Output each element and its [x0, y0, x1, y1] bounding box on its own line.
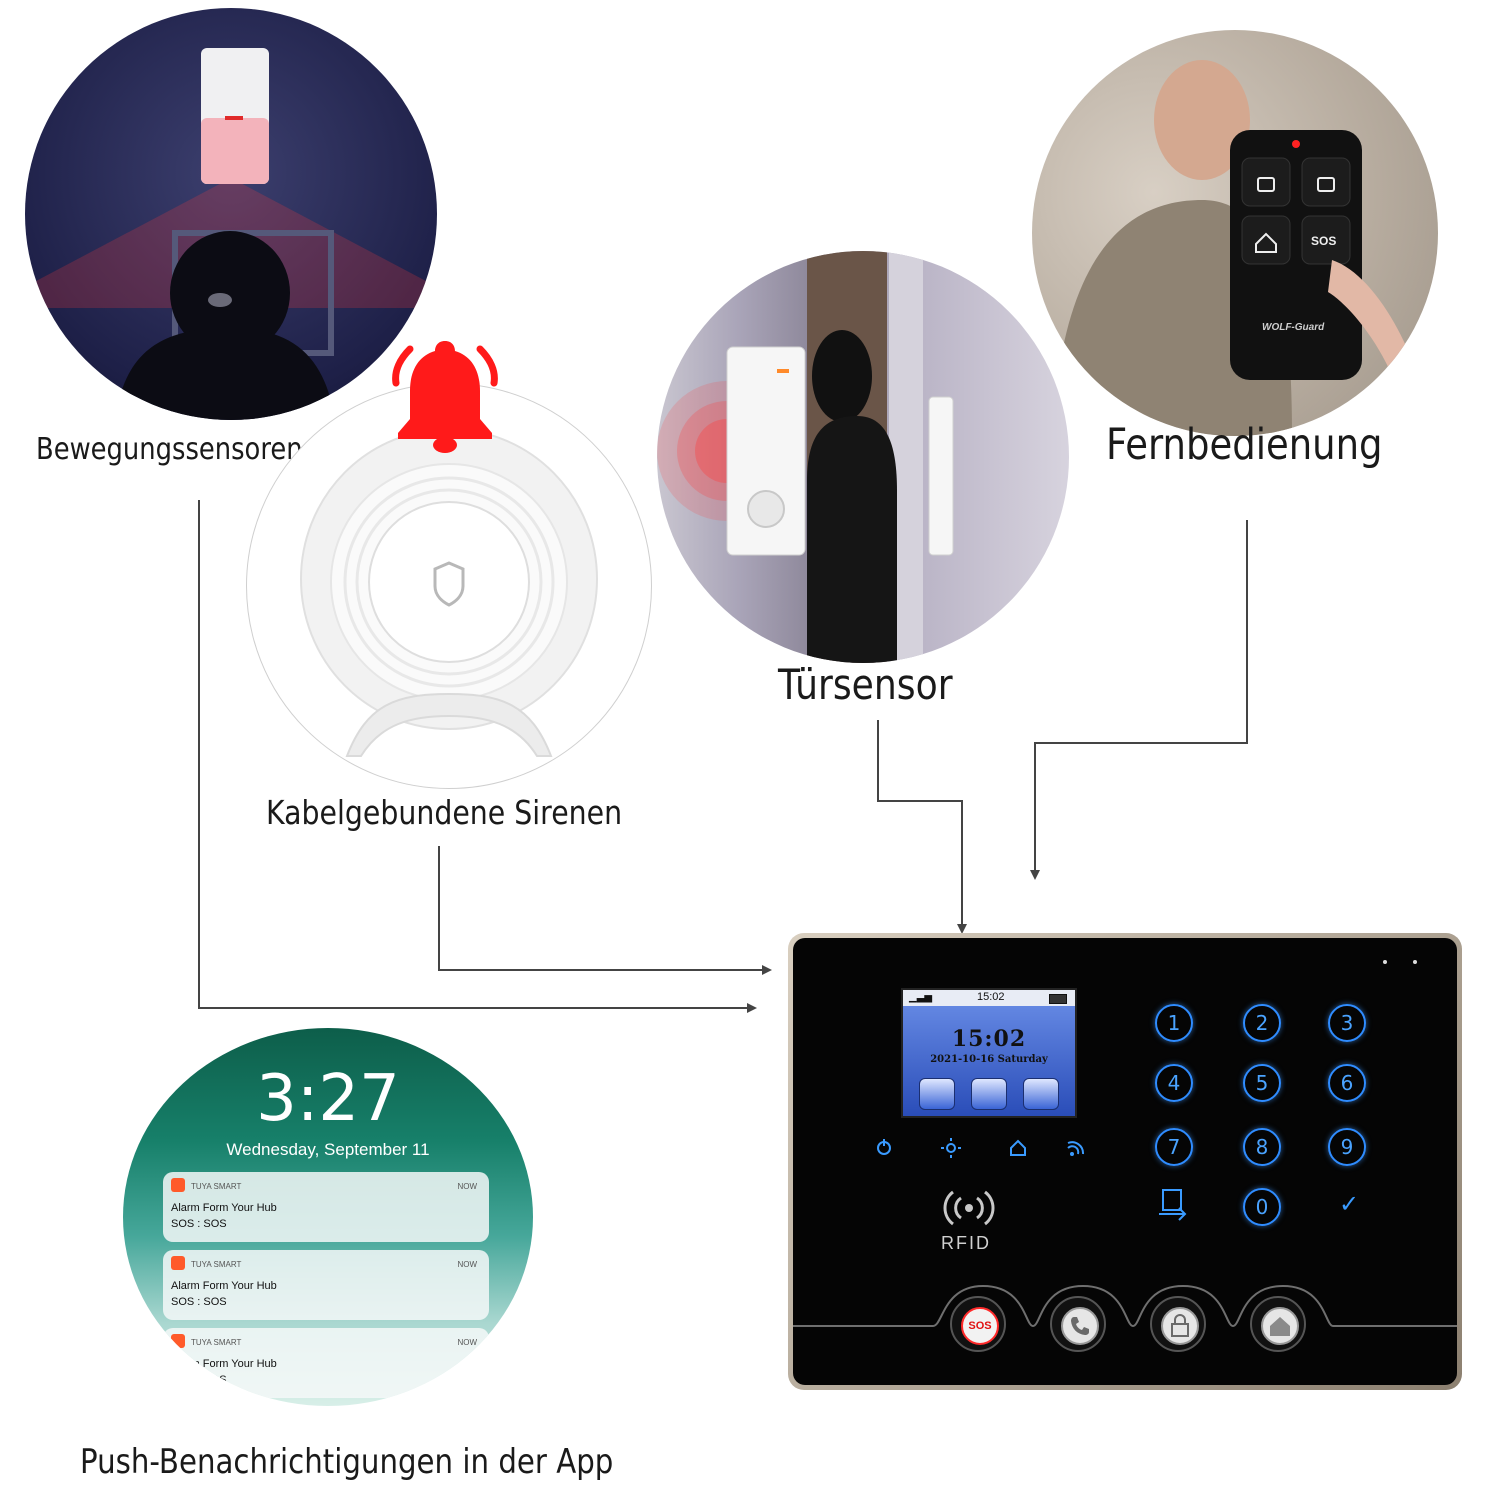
push-notifications-label: Push-Benachrichtigungen in der App: [80, 1442, 614, 1482]
notification-time: NOW: [457, 1338, 477, 1347]
wifi-icon: [1067, 1141, 1085, 1156]
notification-card[interactable]: TUYA SMART NOW Alarm Form Your Hub SOS :…: [163, 1172, 489, 1242]
remote-scene-graphic: [1052, 60, 1412, 436]
indicator-led: [1413, 960, 1417, 964]
home-icon: [1010, 1139, 1026, 1156]
confirm-key[interactable]: ✓: [1338, 1190, 1360, 1218]
keypad-key-3[interactable]: 3: [1328, 1004, 1366, 1042]
lcd-arm-button[interactable]: [971, 1078, 1007, 1110]
keypad-key-8[interactable]: 8: [1243, 1128, 1281, 1166]
motion-sensor-photo: [25, 8, 437, 420]
remote-photo: [1032, 30, 1438, 436]
lcd-disarm-button[interactable]: [919, 1078, 955, 1110]
tuya-app-icon: [171, 1256, 185, 1270]
notification-time: NOW: [457, 1182, 477, 1191]
status-icons-row: [877, 1138, 1085, 1158]
signal-icon: ▁▃▅: [909, 992, 933, 1003]
remote-connector: [1030, 520, 1248, 880]
lockscreen-date: Wednesday, September 11: [226, 1140, 430, 1159]
motion-sensor-label: Bewegungssensoren: [36, 432, 303, 467]
notification-card[interactable]: TUYA SMART NOW Alarm Form Your Hub SOS :…: [163, 1328, 489, 1398]
notification-body: SOS : SOS: [171, 1296, 227, 1308]
rfid-icon: [943, 1190, 995, 1226]
door-entry-icon[interactable]: [1155, 1184, 1191, 1224]
notification-app: TUYA SMART: [191, 1338, 242, 1347]
door-connector: [877, 720, 967, 934]
bottom-bezel-curve: [793, 1284, 1457, 1328]
door-sensor-label: Türsensor: [778, 660, 953, 709]
call-button[interactable]: [1050, 1296, 1106, 1352]
alarm-control-panel: ▁▃▅ 15:02 15:02 2021-10-16 Saturday 1 2 …: [788, 933, 1462, 1390]
tuya-app-icon: [171, 1178, 185, 1192]
notification-app: TUYA SMART: [191, 1260, 242, 1269]
indicator-led: [1383, 960, 1387, 964]
arm-button[interactable]: [1150, 1296, 1206, 1352]
phone-lockscreen: 3:27 Wednesday, September 11 TUYA SMART …: [123, 1028, 533, 1406]
sos-button-label: SOS: [968, 1320, 992, 1332]
lock-icon: [1171, 1314, 1189, 1337]
battery-icon: [1049, 994, 1067, 1004]
siren-graphic: [300, 428, 598, 757]
keypad-key-5[interactable]: 5: [1243, 1064, 1281, 1102]
remote-brand: WOLF-Guard: [1262, 322, 1325, 333]
siren-connector: [438, 846, 772, 975]
notification-title: Alarm Form Your Hub: [171, 1202, 277, 1214]
keypad-key-4[interactable]: 4: [1155, 1064, 1193, 1102]
remote-sos-label: SOS: [1311, 234, 1337, 248]
keypad-key-7[interactable]: 7: [1155, 1128, 1193, 1166]
notification-title: Alarm Form Your Hub: [171, 1280, 277, 1292]
notification-time: NOW: [457, 1260, 477, 1269]
home-arm-button[interactable]: [1250, 1296, 1306, 1352]
keypad-key-2[interactable]: 2: [1243, 1004, 1281, 1042]
keypad-key-9[interactable]: 9: [1328, 1128, 1366, 1166]
remote-label: Fernbedienung: [1106, 420, 1383, 470]
siren-photo: [246, 383, 652, 789]
notification-title: Alarm Form Your Hub: [171, 1358, 277, 1370]
rfid-label: RFID: [941, 1233, 991, 1253]
keypad-key-6[interactable]: 6: [1328, 1064, 1366, 1102]
tuya-app-icon: [171, 1334, 185, 1348]
alarm-bell-icon: [392, 341, 498, 453]
notification-body: SOS : SOS: [171, 1218, 227, 1230]
lcd-home-button[interactable]: [1023, 1078, 1059, 1110]
siren-label: Kabelgebundene Sirenen: [266, 793, 623, 832]
door-sensor-photo: [657, 251, 1069, 663]
notification-card[interactable]: TUYA SMART NOW Alarm Form Your Hub SOS :…: [163, 1250, 489, 1320]
lcd-time: 15:02: [951, 1026, 1027, 1052]
lcd-status-time: 15:02: [977, 991, 1005, 1003]
sos-button[interactable]: SOS: [950, 1296, 1006, 1352]
lockscreen-time: 3:27: [256, 1062, 400, 1136]
sun-icon: [941, 1138, 961, 1158]
keypad-key-0[interactable]: 0: [1243, 1188, 1281, 1226]
notification-body: SOS : SOS: [171, 1374, 227, 1386]
door-scene-graphic: [657, 251, 954, 663]
phone-icon: [1071, 1317, 1089, 1335]
notification-app: TUYA SMART: [191, 1182, 242, 1191]
lcd-date: 2021-10-16 Saturday: [930, 1054, 1048, 1065]
motion-connector: [198, 500, 757, 1013]
power-icon: [877, 1139, 891, 1155]
keypad-key-1[interactable]: 1: [1155, 1004, 1193, 1042]
lcd-screen: ▁▃▅ 15:02 15:02 2021-10-16 Saturday: [901, 988, 1077, 1118]
lcd-status-bar: ▁▃▅ 15:02: [903, 990, 1075, 1006]
home-lock-icon: [1270, 1317, 1290, 1336]
motion-scene-graphic: [25, 48, 437, 420]
